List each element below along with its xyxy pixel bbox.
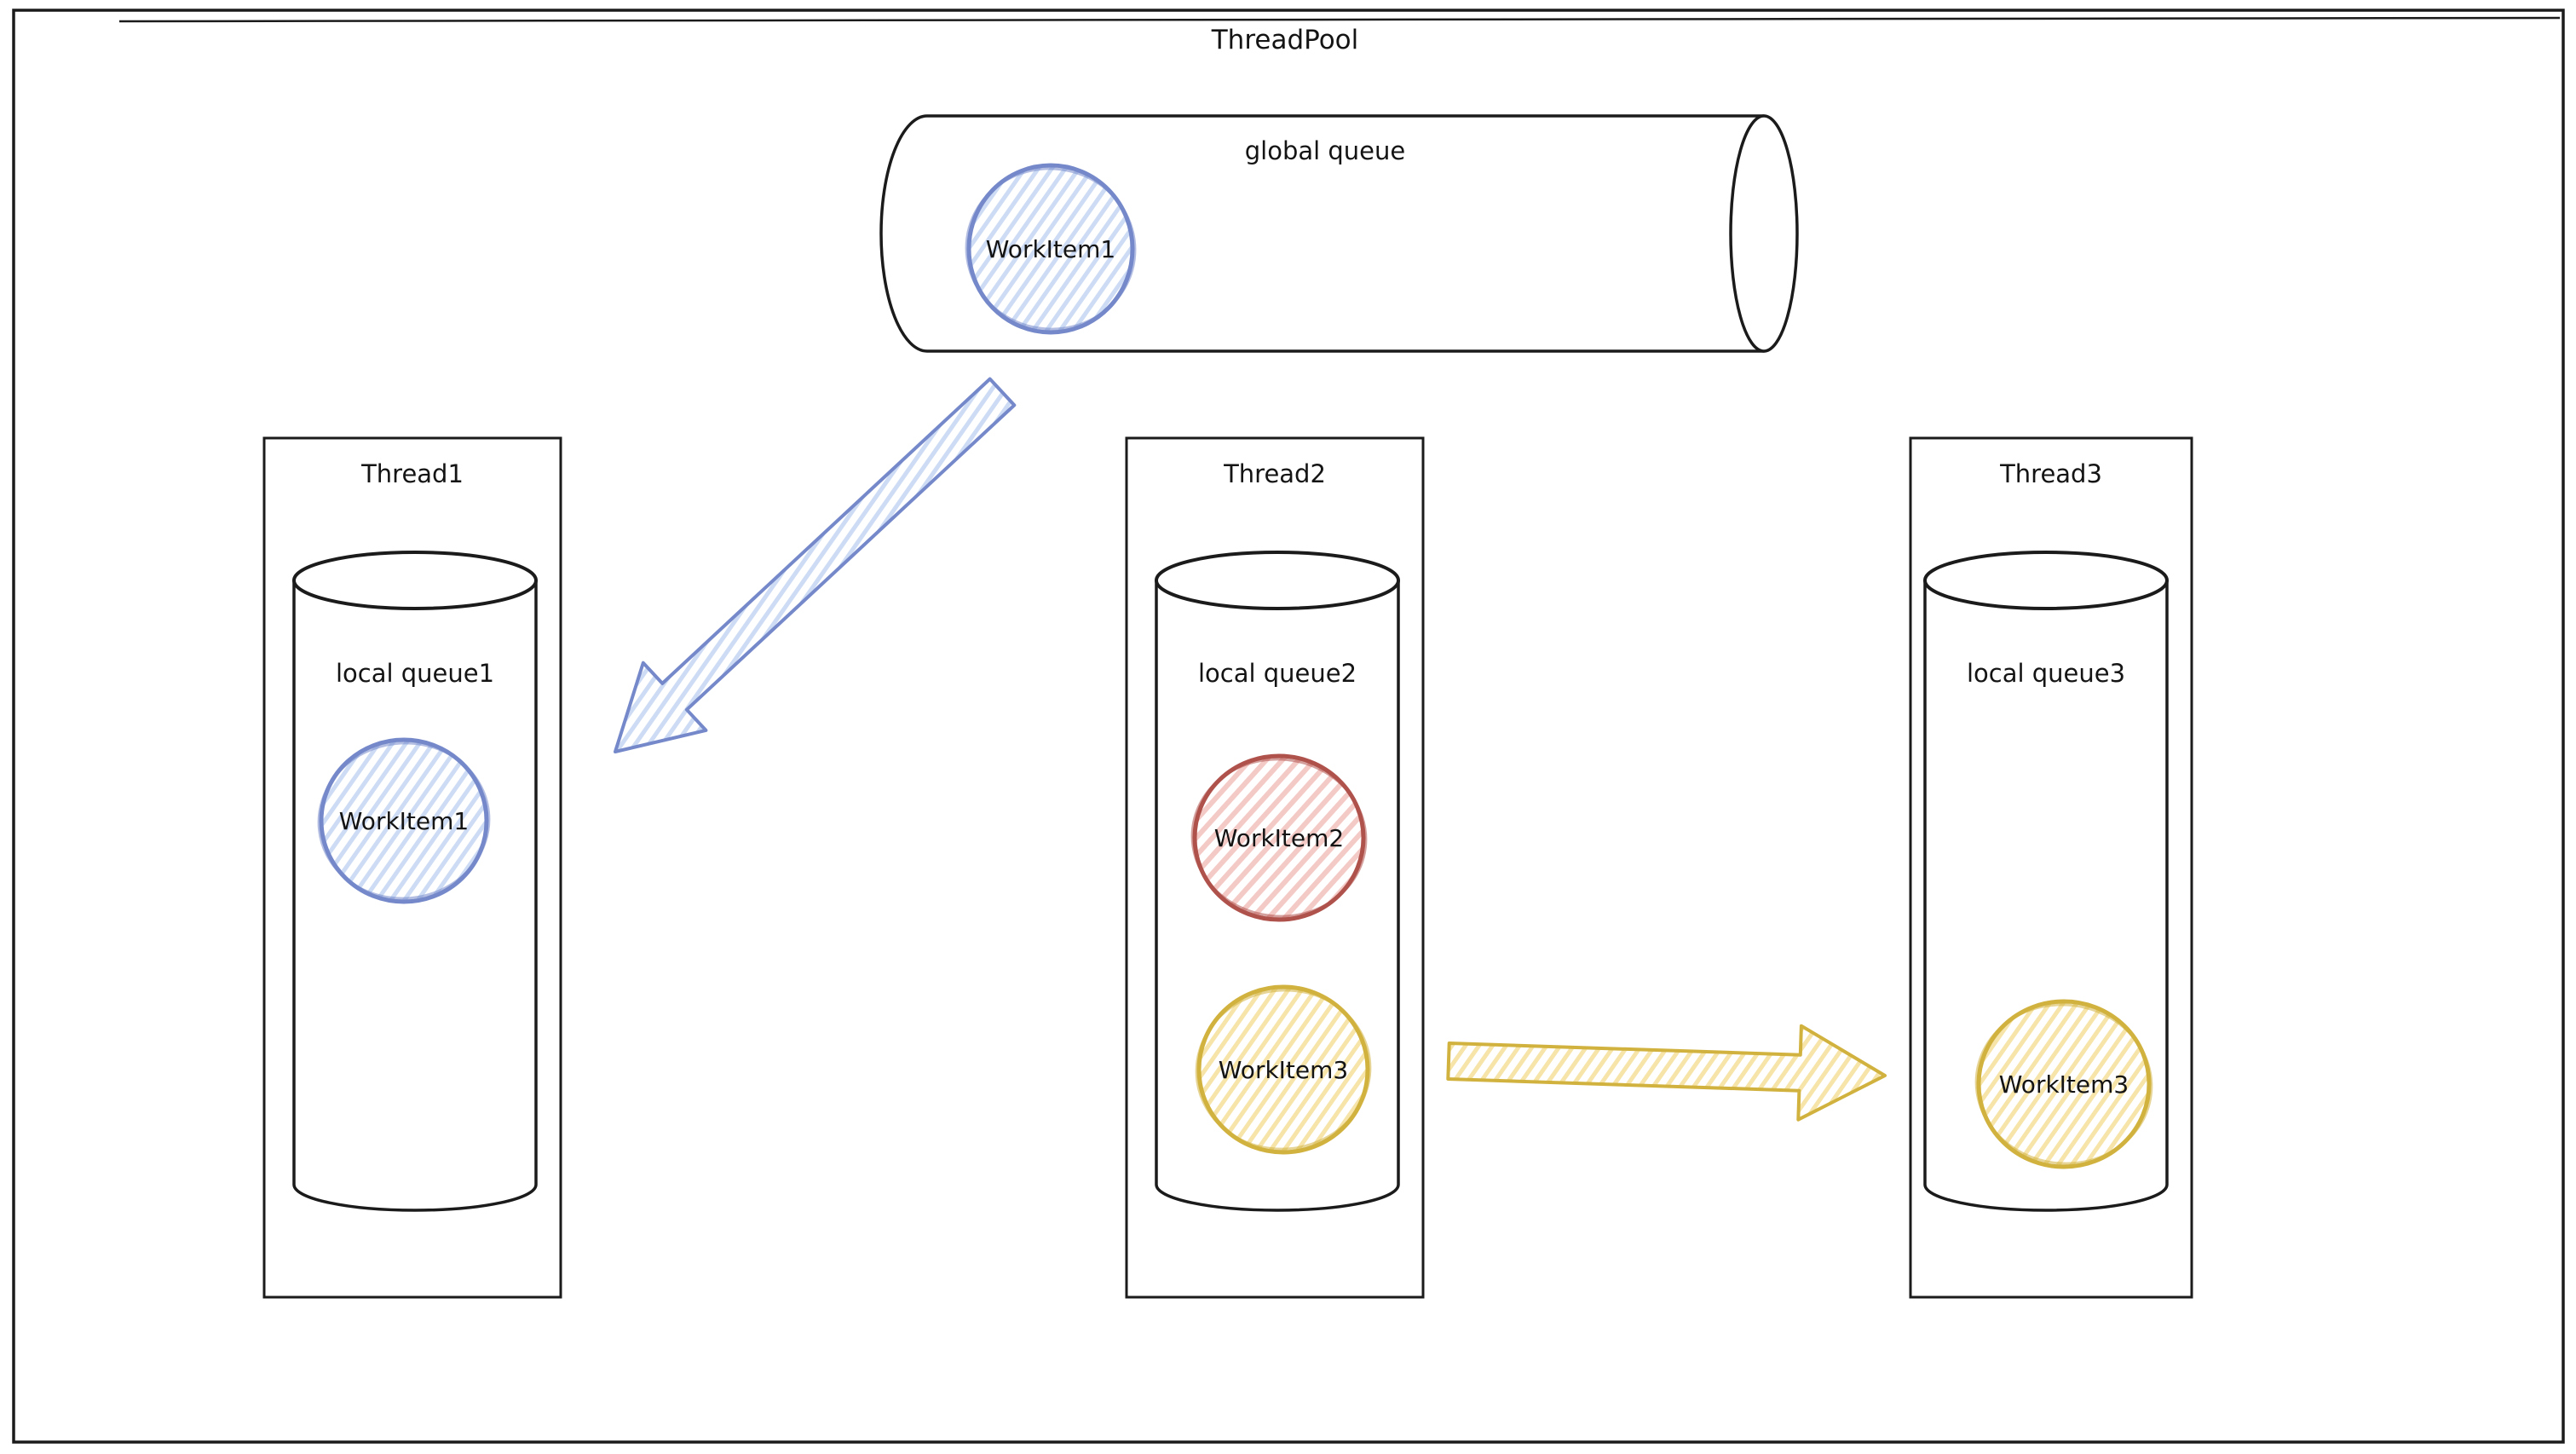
workitem-circle-thread1: WorkItem1 <box>317 737 491 904</box>
local-queue2-cylinder-body <box>1155 579 1400 1212</box>
global-queue-cylinder-cap <box>1729 114 1799 353</box>
workitem-circle-thread2-a: WorkItem2 <box>1190 753 1368 922</box>
thread2: Thread2 local queue2 WorkItem2 WorkItem3 <box>1125 436 1425 1299</box>
workitem-circle-thread3: WorkItem3 <box>1974 999 2153 1169</box>
workitem1-global-circle <box>966 163 1135 335</box>
workitem2-circle <box>1192 753 1366 922</box>
local-queue1-cylinder-top <box>292 551 538 610</box>
thread2-label: Thread2 <box>1223 459 1326 488</box>
global-queue: global queue WorkItem1 <box>879 114 1799 353</box>
local-queue1-label: local queue1 <box>336 659 494 688</box>
thread3-label: Thread3 <box>1999 459 2102 488</box>
threadpool-frame: ThreadPool <box>12 9 2565 1444</box>
arrow-thread2-to-thread3 <box>1446 1024 1887 1122</box>
local-queue1-cylinder-body <box>292 579 538 1212</box>
workitem1-thread1-circle-sketch <box>317 741 491 900</box>
thread2-box <box>1125 436 1425 1299</box>
local-queue3-cylinder-body <box>1923 579 2169 1212</box>
global-queue-cylinder-body <box>879 114 1766 353</box>
workitem3-thread3-label: WorkItem3 <box>1999 1070 2129 1099</box>
thread3-box <box>1909 436 2193 1299</box>
blue-arrow-shape <box>614 377 1017 753</box>
thread3: Thread3 local queue3 WorkItem3 <box>1909 436 2193 1299</box>
global-queue-label: global queue <box>1245 136 1406 165</box>
workitem3-thread2-circle <box>1196 984 1370 1155</box>
thread1-label: Thread1 <box>360 459 464 488</box>
workitem2-circle-sketch <box>1190 758 1368 918</box>
workitem3-thread2-label: WorkItem3 <box>1219 1056 1348 1084</box>
workitem1-thread1-label: WorkItem1 <box>339 807 469 835</box>
workitem1-thread1-circle <box>319 737 489 904</box>
arrow-global-to-thread1 <box>614 377 1017 753</box>
workitem3-thread3-circle <box>1976 999 2152 1169</box>
workitem-circle-thread2-b: WorkItem3 <box>1195 984 1372 1155</box>
local-queue3-cylinder-top <box>1923 551 2169 610</box>
workitem1-global-label: WorkItem1 <box>986 235 1115 263</box>
workitem3-thread2-circle-sketch <box>1195 989 1372 1151</box>
local-queue3-label: local queue3 <box>1967 659 2125 688</box>
local-queue2-cylinder-top <box>1155 551 1400 610</box>
threadpool-border <box>12 9 2565 1444</box>
workitem1-global-circle-sketch <box>965 167 1137 331</box>
yellow-arrow-shape <box>1446 1024 1887 1122</box>
workitem3-thread3-circle-sketch <box>1974 1003 2153 1165</box>
thread1: Thread1 local queue1 WorkItem1 <box>262 436 562 1299</box>
threadpool-title: ThreadPool <box>1211 25 1359 55</box>
workitem2-label: WorkItem2 <box>1214 824 1344 852</box>
frame-sketch-line <box>118 16 2561 23</box>
thread1-box <box>262 436 562 1299</box>
local-queue2-label: local queue2 <box>1198 659 1357 688</box>
workitem-circle-global: WorkItem1 <box>965 163 1137 335</box>
